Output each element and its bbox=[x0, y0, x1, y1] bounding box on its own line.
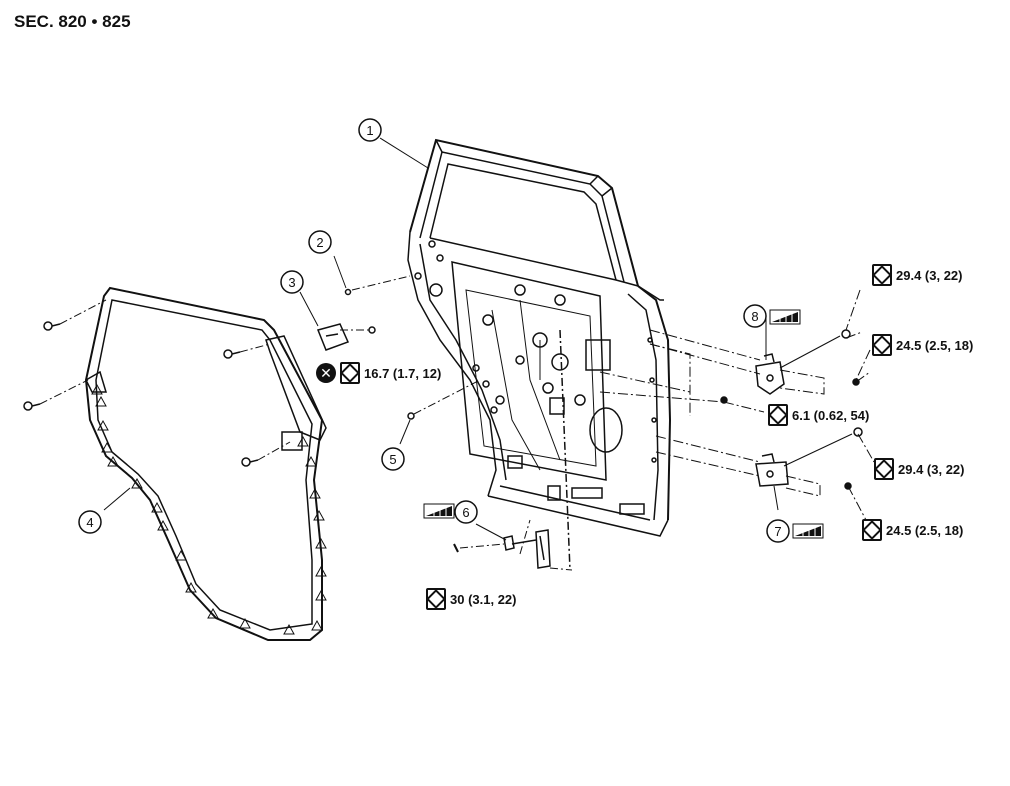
callout-4: 4 bbox=[78, 510, 102, 534]
callout-1: 1 bbox=[358, 118, 382, 142]
callout-7-leader bbox=[773, 485, 779, 511]
part-2-grommet bbox=[333, 255, 411, 296]
callout-3: 3 bbox=[280, 270, 304, 294]
hex-nut-wrench-icon bbox=[862, 519, 882, 541]
callout-1-leader bbox=[379, 137, 429, 169]
weatherstrip-clip-markers bbox=[91, 383, 327, 635]
callout-3-label: 3 bbox=[288, 275, 295, 290]
torque-spec-striker: 6.1 (0.62, 54) bbox=[768, 404, 869, 426]
torque-spec-lower-hinge-door: 24.5 (2.5, 18) bbox=[862, 519, 963, 541]
part-5-plug bbox=[399, 379, 481, 445]
torque-spec-upper-hinge-door: 24.5 (2.5, 18) bbox=[872, 334, 973, 356]
hex-nut-wrench-icon bbox=[340, 362, 360, 384]
callout-2: 2 bbox=[308, 230, 332, 254]
callout-6-label: 6 bbox=[462, 505, 469, 520]
door-check-link bbox=[453, 519, 573, 571]
callout-4-leader bbox=[103, 487, 131, 511]
hex-nut-wrench-icon bbox=[426, 588, 446, 610]
torque-spec-lower-hinge-body: 29.4 (3, 22) bbox=[874, 458, 965, 480]
callout-4-label: 4 bbox=[86, 515, 93, 530]
alignment-gauge-icon bbox=[769, 309, 801, 325]
rear-door-panel bbox=[407, 138, 672, 571]
hex-nut-wrench-icon bbox=[872, 334, 892, 356]
alignment-gauge-icon bbox=[792, 523, 824, 539]
weatherstrip-screws bbox=[23, 321, 259, 467]
torque-spec-upper-hinge-body: 29.4 (3, 22) bbox=[872, 264, 963, 286]
torque-spec-door-check: 30 (3.1, 22) bbox=[426, 588, 517, 610]
callout-8: 8 bbox=[743, 304, 767, 328]
callout-8-label: 8 bbox=[751, 309, 758, 324]
alignment-gauge-icon bbox=[423, 503, 455, 519]
callout-7: 7 bbox=[766, 519, 790, 543]
part-3-bracket bbox=[299, 291, 376, 351]
callout-6: 6 bbox=[454, 500, 478, 524]
weatherstrip-leader-lines bbox=[39, 299, 291, 461]
section-label: SEC. 820 • 825 bbox=[14, 12, 131, 31]
hinge-leader-lines bbox=[599, 289, 875, 521]
upper-hinge bbox=[755, 329, 860, 395]
door-weatherstrip bbox=[84, 286, 327, 641]
callout-7-label: 7 bbox=[774, 524, 781, 539]
callout-1-label: 1 bbox=[366, 123, 373, 138]
latch-striker bbox=[720, 396, 728, 404]
do-not-reuse-x-icon: ✕ bbox=[316, 363, 336, 383]
callout-5: 5 bbox=[381, 447, 405, 471]
lower-hinge bbox=[755, 427, 863, 490]
hex-nut-wrench-icon bbox=[768, 404, 788, 426]
hex-nut-wrench-icon bbox=[872, 264, 892, 286]
callout-5-label: 5 bbox=[389, 452, 396, 467]
torque-spec-bracket: ✕ 16.7 (1.7, 12) bbox=[316, 362, 441, 384]
callout-2-label: 2 bbox=[316, 235, 323, 250]
hex-nut-wrench-icon bbox=[874, 458, 894, 480]
